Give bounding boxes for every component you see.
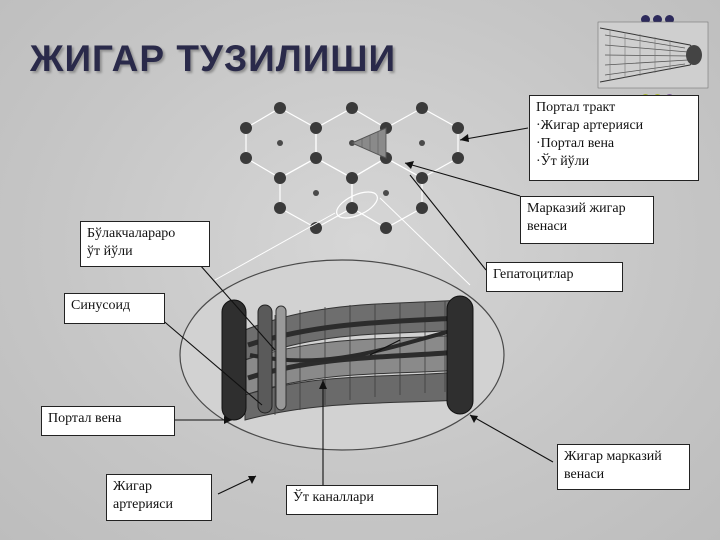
arrowhead (470, 415, 478, 423)
pointer-central-vein-bottom (469, 414, 554, 463)
dot (641, 15, 650, 24)
portal-node (274, 102, 286, 114)
dot (665, 15, 674, 24)
portal-node (310, 122, 322, 134)
portal-node (274, 202, 286, 214)
slide-title: ЖИГАР ТУЗИЛИШИ (30, 38, 397, 79)
portal-node (346, 202, 358, 214)
label-portal-tract: Портал тракт ·Жигар артерияси ·Портал ве… (529, 95, 699, 181)
thumbnail-lobule-illustration (597, 21, 709, 89)
portal-node (416, 202, 428, 214)
pointer-sinusoid (159, 317, 263, 406)
arrowhead (319, 380, 327, 389)
central-vein-dot (313, 190, 319, 196)
portal-tract-nodes (240, 102, 464, 234)
pointer-portal-tract (459, 127, 529, 141)
label-central-vein-bottom: Жигар марказий венаси (557, 444, 690, 490)
label-hepatic-artery: Жигар артерияси (106, 474, 212, 521)
label-portal-vein: Портал вена (41, 406, 175, 436)
zoom-selection-ellipse (336, 191, 378, 219)
portal-node (240, 152, 252, 164)
pointer-central-vein-top (404, 162, 521, 197)
central-vein-dot (419, 140, 425, 146)
portal-vessels (221, 299, 287, 421)
label-interlobular-duct: Бўлакчалараро ўт йўли (80, 221, 210, 267)
arrowhead (224, 416, 232, 424)
hepatocyte-plates (244, 299, 461, 421)
arrowhead (248, 476, 256, 484)
portal-node (452, 122, 464, 134)
arrowhead (405, 161, 414, 169)
dot (653, 15, 662, 24)
pointer-hepatocytes (409, 174, 487, 271)
label-central-vein-top: Марказий жигар венаси (520, 196, 654, 244)
portal-node (240, 122, 252, 134)
central-veins (277, 140, 425, 196)
portal-node (274, 172, 286, 184)
label-hepatocytes: Гепатоцитлар (486, 262, 623, 292)
portal-node (416, 102, 428, 114)
portal-node (310, 152, 322, 164)
central-vein-dot (277, 140, 283, 146)
label-bile-canaliculi: Ўт каналлари (286, 485, 438, 515)
portal-node (452, 152, 464, 164)
label-sinusoid: Синусоид (64, 293, 165, 324)
portal-node (416, 172, 428, 184)
central-vein-vessel (446, 295, 474, 415)
pointer-canaliculus-inner (369, 339, 401, 356)
pointer-interlobular-duct (199, 264, 276, 351)
portal-node (346, 102, 358, 114)
central-vein-dot (383, 190, 389, 196)
pointer-lines (159, 127, 554, 495)
hepatocyte-wedge (350, 127, 387, 159)
portal-node (346, 172, 358, 184)
decorative-dots-top (641, 11, 677, 29)
arrowhead (460, 134, 469, 142)
portal-node (380, 222, 392, 234)
